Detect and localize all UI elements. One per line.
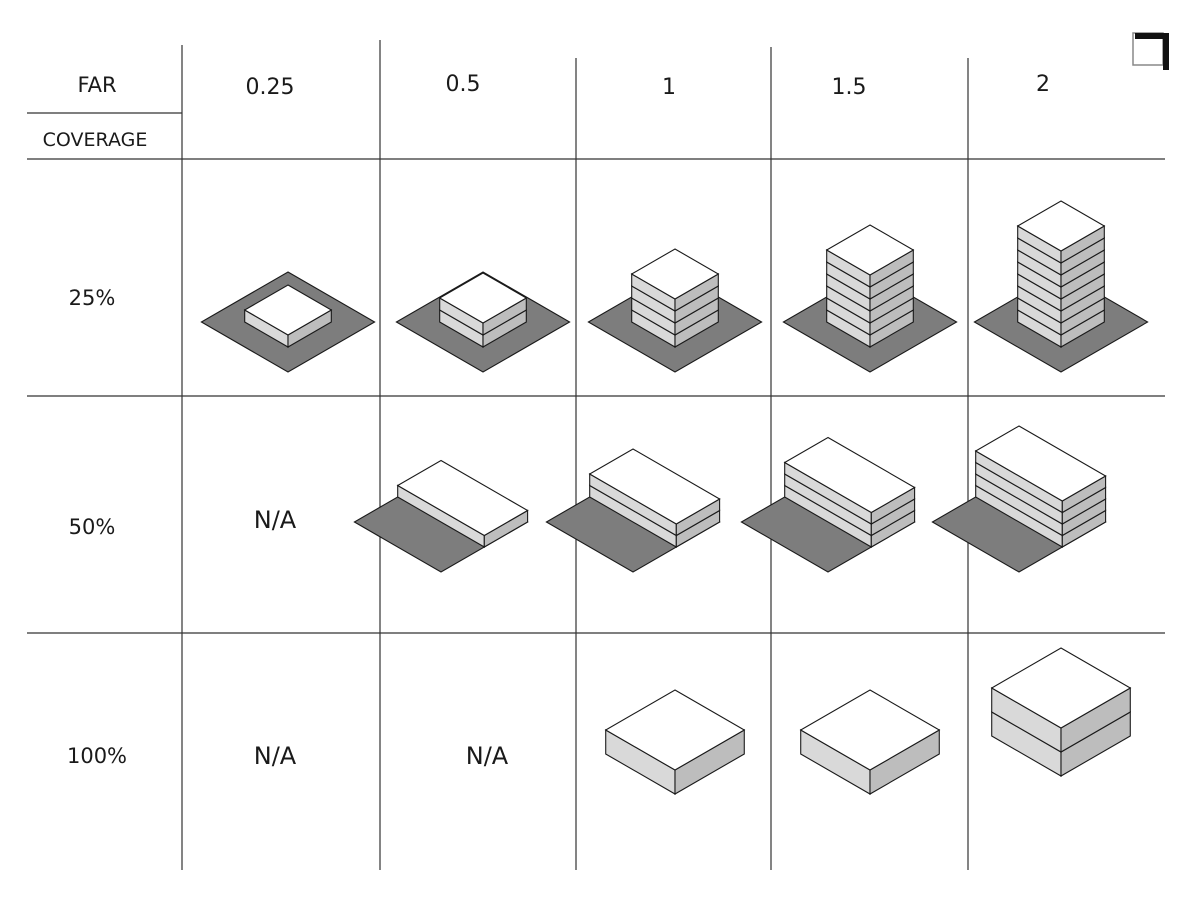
far-column-label: 1 [662,75,676,100]
building-roof [1016,200,1106,252]
massing-diagram [931,425,1107,573]
far-column-label: 0.25 [246,75,295,100]
far-header-label: FAR [77,73,116,97]
building-roof [588,448,721,525]
na-cell-text: N/A [254,742,297,770]
far-column-label: 1.5 [832,75,867,100]
massing-diagram [604,689,746,795]
massing-diagram [799,689,941,795]
massing-diagram [990,647,1132,777]
massing-diagram [395,271,571,373]
table-grid [27,40,1165,870]
coverage-header-label: COVERAGE [43,129,148,151]
building-roof [990,647,1132,729]
coverage-row-label: 100% [67,744,127,768]
building-roof [243,284,333,336]
massing-diagram [587,248,763,373]
na-cell-text: N/A [254,506,297,534]
coverage-row-label: 25% [69,286,116,310]
corner-bracket-icon [1132,32,1169,70]
massing-diagram [782,224,958,373]
building-roof [438,272,528,324]
building-roof [396,459,529,537]
massing-diagram [353,459,529,573]
building-roof [630,248,720,300]
massing-diagram [200,271,376,373]
building-roof [825,224,915,276]
coverage-row-label: 50% [69,515,116,539]
na-cell-text: N/A [466,742,509,770]
building-roof [783,436,916,514]
massing-diagrams [200,200,1149,795]
building-roof [799,689,941,771]
massing-diagram [545,448,721,573]
far-column-label: 0.5 [446,72,481,97]
massing-diagram [740,436,916,573]
massing-diagram [973,200,1149,373]
far-column-label: 2 [1036,72,1050,97]
building-roof [604,689,746,771]
building-roof [974,425,1107,502]
